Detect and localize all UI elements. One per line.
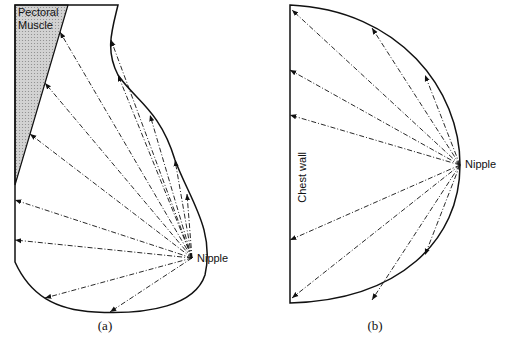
panel-label: (a) xyxy=(98,319,112,334)
breast-outline-side xyxy=(15,5,207,313)
panel-label: (b) xyxy=(367,319,382,334)
muscle-label: Pectoral Muscle xyxy=(18,6,64,31)
ray-arrows-a xyxy=(15,32,192,312)
chest-wall-label: Chest wall xyxy=(296,150,309,205)
ray-arrows-b xyxy=(290,10,460,300)
nipple-label: Nipple xyxy=(465,158,496,171)
nipple-label: Nipple xyxy=(197,252,228,265)
breast-outline-front xyxy=(290,5,460,303)
